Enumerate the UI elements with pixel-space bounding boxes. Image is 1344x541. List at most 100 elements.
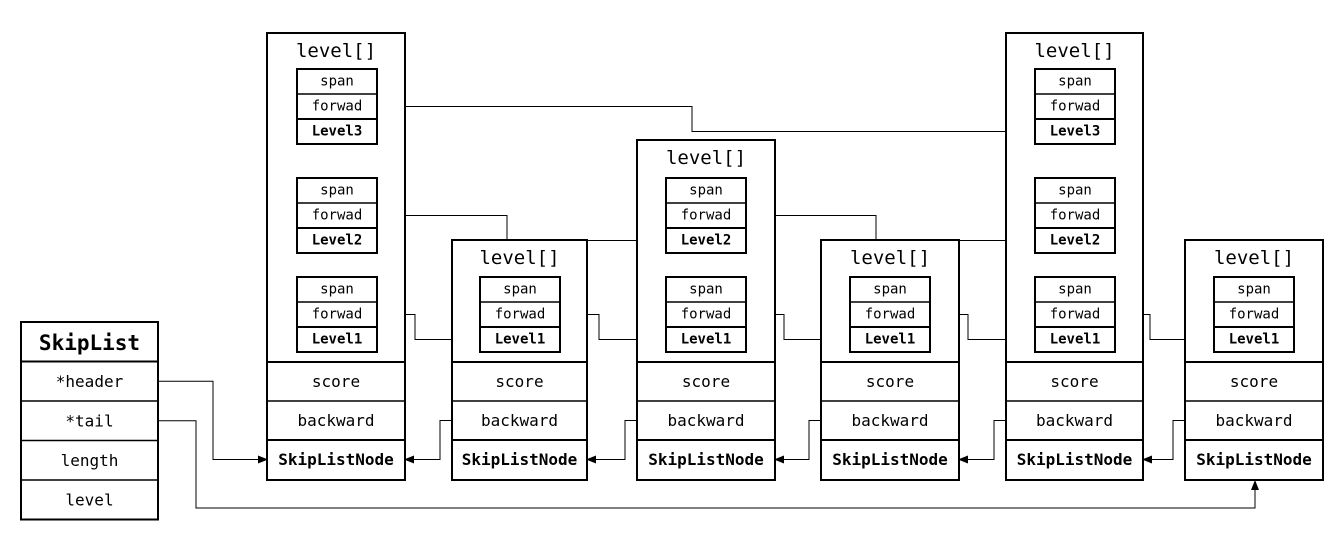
span-field: span — [689, 282, 723, 298]
skiplist-struct: SkipList *header *tail length level — [20, 321, 159, 521]
level-array-label: level[] — [1034, 40, 1114, 62]
backward-field: backward — [297, 411, 374, 430]
span-field: span — [503, 282, 537, 298]
forward-field: forwad — [495, 307, 546, 323]
level-block-outline — [1034, 68, 1116, 145]
score-field: score — [682, 372, 730, 391]
span-field: span — [320, 74, 354, 90]
level-block-outline — [849, 276, 931, 353]
node-type-label: SkipListNode — [832, 450, 948, 469]
forward-field: forwad — [1050, 307, 1101, 323]
level-label-1: Level1 — [681, 332, 732, 348]
level-block-outline — [479, 276, 561, 353]
score-field: score — [312, 372, 360, 391]
forward-field: forwad — [1229, 307, 1280, 323]
forward-link-header-node2 — [377, 215, 667, 245]
skiplist-field-header: *header — [56, 372, 124, 391]
forward-field: forwad — [1050, 208, 1101, 224]
skiplist-field-tail: *tail — [65, 411, 113, 430]
skiplist-tail-link — [158, 420, 1259, 509]
span-field: span — [1058, 74, 1092, 90]
backward-link-node4-node3 — [958, 420, 1006, 464]
level-block-outline — [296, 177, 378, 254]
backward-field: backward — [1036, 411, 1113, 430]
skiplist-node-node3: level[]spanforwadLevel1scorebackwardSkip… — [820, 239, 960, 481]
span-field: span — [873, 282, 907, 298]
forward-link-header-node4 — [377, 106, 1036, 136]
score-field: score — [1050, 372, 1098, 391]
level-block-outline — [296, 68, 378, 145]
node-type-label: SkipListNode — [648, 450, 764, 469]
node-type-label: SkipListNode — [1196, 450, 1312, 469]
level-label-1: Level1 — [495, 332, 546, 348]
span-field: span — [1237, 282, 1271, 298]
backward-link-node5-node4 — [1142, 420, 1185, 464]
level-array-label: level[] — [296, 40, 376, 62]
backward-field: backward — [1215, 411, 1292, 430]
score-field: score — [495, 372, 543, 391]
forward-field: forwad — [865, 307, 916, 323]
level-block-outline — [1034, 177, 1116, 254]
level-array-label: level[] — [1214, 247, 1294, 269]
skiplist-node-node1: level[]spanforwadLevel1scorebackwardSkip… — [451, 239, 588, 481]
skiplist-node-node4: level[]spanforwadLevel1spanforwadLevel2s… — [1005, 32, 1144, 481]
forward-field: forwad — [312, 307, 363, 323]
skiplist-node-header: level[]spanforwadLevel1spanforwadLevel2s… — [266, 32, 406, 481]
level-block-outline — [296, 276, 378, 353]
forward-link-node2-node4 — [746, 215, 1036, 245]
level-label-2: Level2 — [1050, 233, 1101, 249]
span-field: span — [320, 282, 354, 298]
span-field: span — [1058, 282, 1092, 298]
level-label-1: Level1 — [312, 332, 363, 348]
level-array-label: level[] — [666, 147, 746, 169]
node-type-label: SkipListNode — [462, 450, 578, 469]
forward-field: forwad — [681, 307, 732, 323]
level-block-outline — [665, 177, 747, 254]
score-field: score — [866, 372, 914, 391]
skiplist-node-node2: level[]spanforwadLevel1spanforwadLevel2s… — [636, 139, 776, 481]
forward-field: forwad — [1050, 99, 1101, 115]
backward-link-node2-node1 — [586, 420, 637, 464]
skiplist-field-length: length — [61, 451, 119, 470]
level-block-outline — [665, 276, 747, 353]
backward-field: backward — [667, 411, 744, 430]
span-field: span — [320, 183, 354, 199]
skiplist-outline — [20, 321, 159, 521]
level-label-1: Level1 — [1050, 332, 1101, 348]
level-label-2: Level2 — [681, 233, 732, 249]
span-field: span — [1058, 183, 1092, 199]
level-label-2: Level2 — [312, 233, 363, 249]
forward-field: forwad — [312, 208, 363, 224]
backward-link-node3-node2 — [774, 420, 821, 464]
node-type-label: SkipListNode — [1017, 450, 1133, 469]
skiplist-field-level: level — [65, 490, 113, 509]
level-block-outline — [1034, 276, 1116, 353]
backward-field: backward — [851, 411, 928, 430]
level-label-3: Level3 — [1050, 124, 1101, 140]
backward-link-node1-header — [404, 420, 452, 464]
score-field: score — [1230, 372, 1278, 391]
nodes-layer: level[]spanforwadLevel1spanforwadLevel2s… — [20, 32, 1324, 521]
backward-field: backward — [481, 411, 558, 430]
level-label-1: Level1 — [865, 332, 916, 348]
level-block-outline — [1213, 276, 1295, 353]
level-label-1: Level1 — [1229, 332, 1280, 348]
level-label-3: Level3 — [312, 124, 363, 140]
node-type-label: SkipListNode — [278, 450, 394, 469]
forward-field: forwad — [681, 208, 732, 224]
skiplist-title: SkipList — [39, 331, 140, 355]
links-layer — [158, 106, 1259, 509]
